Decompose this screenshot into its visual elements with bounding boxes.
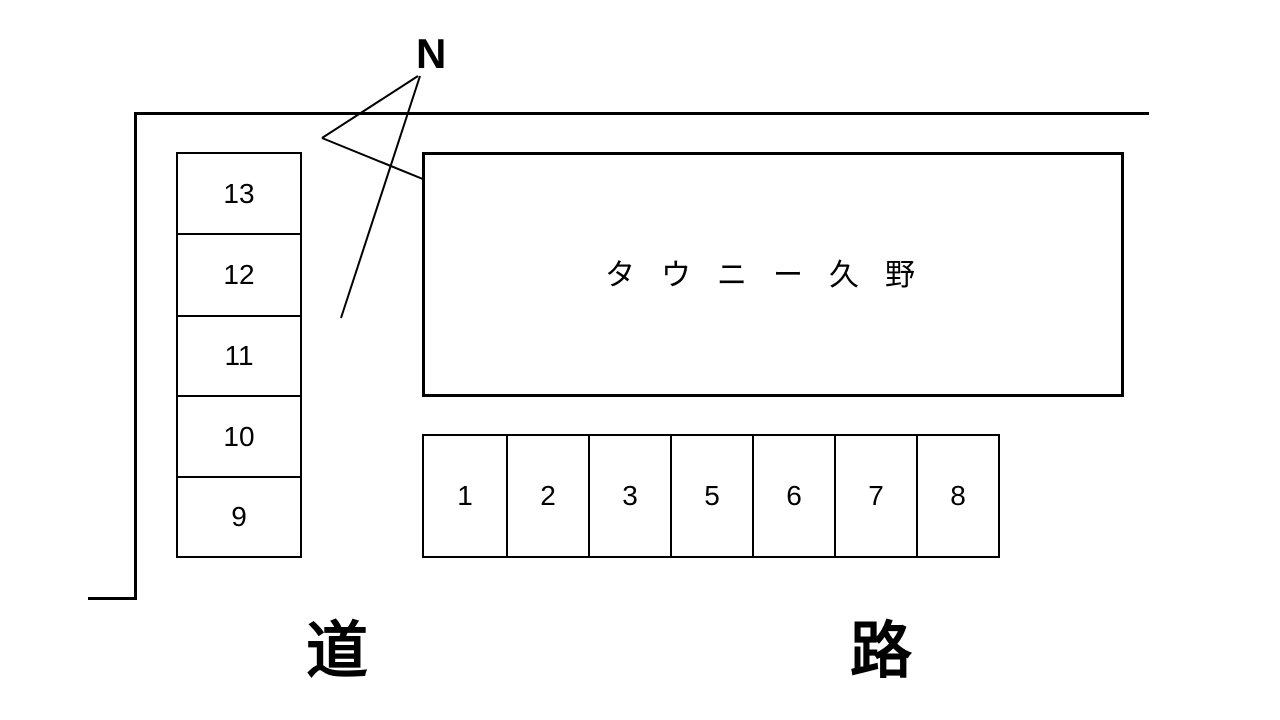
- parking-slot-6[interactable]: 6: [752, 434, 836, 558]
- parking-slot-11[interactable]: 11: [176, 315, 302, 397]
- parking-slot-2[interactable]: 2: [506, 434, 590, 558]
- parking-slot-3[interactable]: 3: [588, 434, 672, 558]
- parking-slot-9[interactable]: 9: [176, 476, 302, 558]
- parking-slot-8[interactable]: 8: [916, 434, 1000, 558]
- parking-slot-10[interactable]: 10: [176, 395, 302, 478]
- north-label: N: [416, 30, 447, 77]
- boundary-bottom-left-line: [88, 597, 137, 600]
- building: タウニー久野: [422, 152, 1124, 397]
- parking-slot-13[interactable]: 13: [176, 152, 302, 235]
- parking-slot-7[interactable]: 7: [834, 434, 918, 558]
- building-name: タウニー久野: [605, 257, 941, 293]
- parking-slot-12[interactable]: 12: [176, 233, 302, 317]
- boundary-top-line: [134, 112, 1149, 115]
- boundary-left-line: [134, 112, 137, 600]
- parking-slot-1[interactable]: 1: [422, 434, 508, 558]
- road-label-left: 道: [306, 614, 369, 687]
- road-label-right: 路: [850, 614, 913, 687]
- parking-slot-5[interactable]: 5: [670, 434, 754, 558]
